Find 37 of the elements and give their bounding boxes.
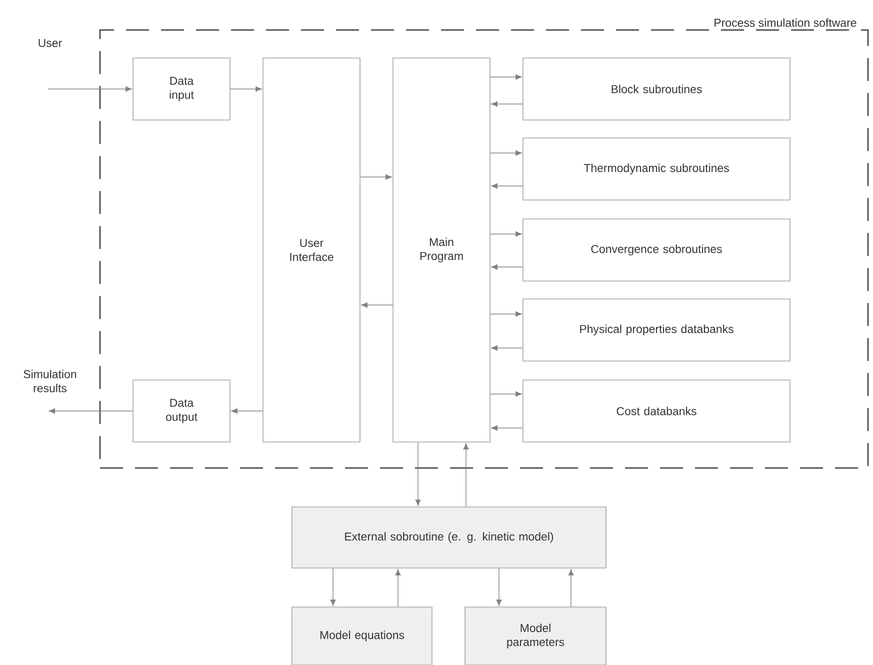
arrow [568, 569, 574, 607]
arrow [490, 391, 522, 397]
process-box: Data output [132, 380, 230, 442]
process-box: Model parameters [464, 606, 606, 665]
arrow [491, 183, 523, 189]
process-box: Physical properties databanks [522, 298, 790, 362]
arrow [491, 101, 523, 107]
arrow [230, 86, 262, 92]
process-box: User Interface [262, 58, 360, 442]
arrow [415, 442, 421, 506]
arrow [330, 568, 336, 606]
arrow [490, 311, 522, 317]
arrow [491, 345, 523, 351]
arrow [231, 408, 263, 414]
process-box: Model equations [292, 606, 432, 665]
process-box: Block subroutines [522, 58, 790, 120]
arrow [463, 443, 469, 507]
process-box: Thermodynamic subroutines [522, 138, 790, 200]
arrow [48, 86, 132, 92]
arrow [360, 174, 392, 180]
arrow [490, 231, 522, 237]
frame-title: Process simulation software [712, 17, 858, 28]
process-box: Convergence sobroutines [522, 218, 790, 282]
process-box: Main Program [392, 58, 490, 442]
process-box: External sobroutine (e. g. kinetic model) [292, 506, 606, 568]
arrow [490, 150, 522, 156]
io-label: User [38, 39, 62, 48]
arrow [48, 408, 133, 414]
process-box: Cost databanks [522, 380, 790, 442]
arrow [496, 568, 502, 606]
io-label: Simulation results [24, 370, 76, 392]
arrow [395, 569, 401, 607]
arrow [490, 74, 522, 80]
process-box: Data input [132, 58, 230, 120]
arrow [361, 302, 393, 308]
arrow [491, 425, 523, 431]
arrow [491, 264, 523, 270]
